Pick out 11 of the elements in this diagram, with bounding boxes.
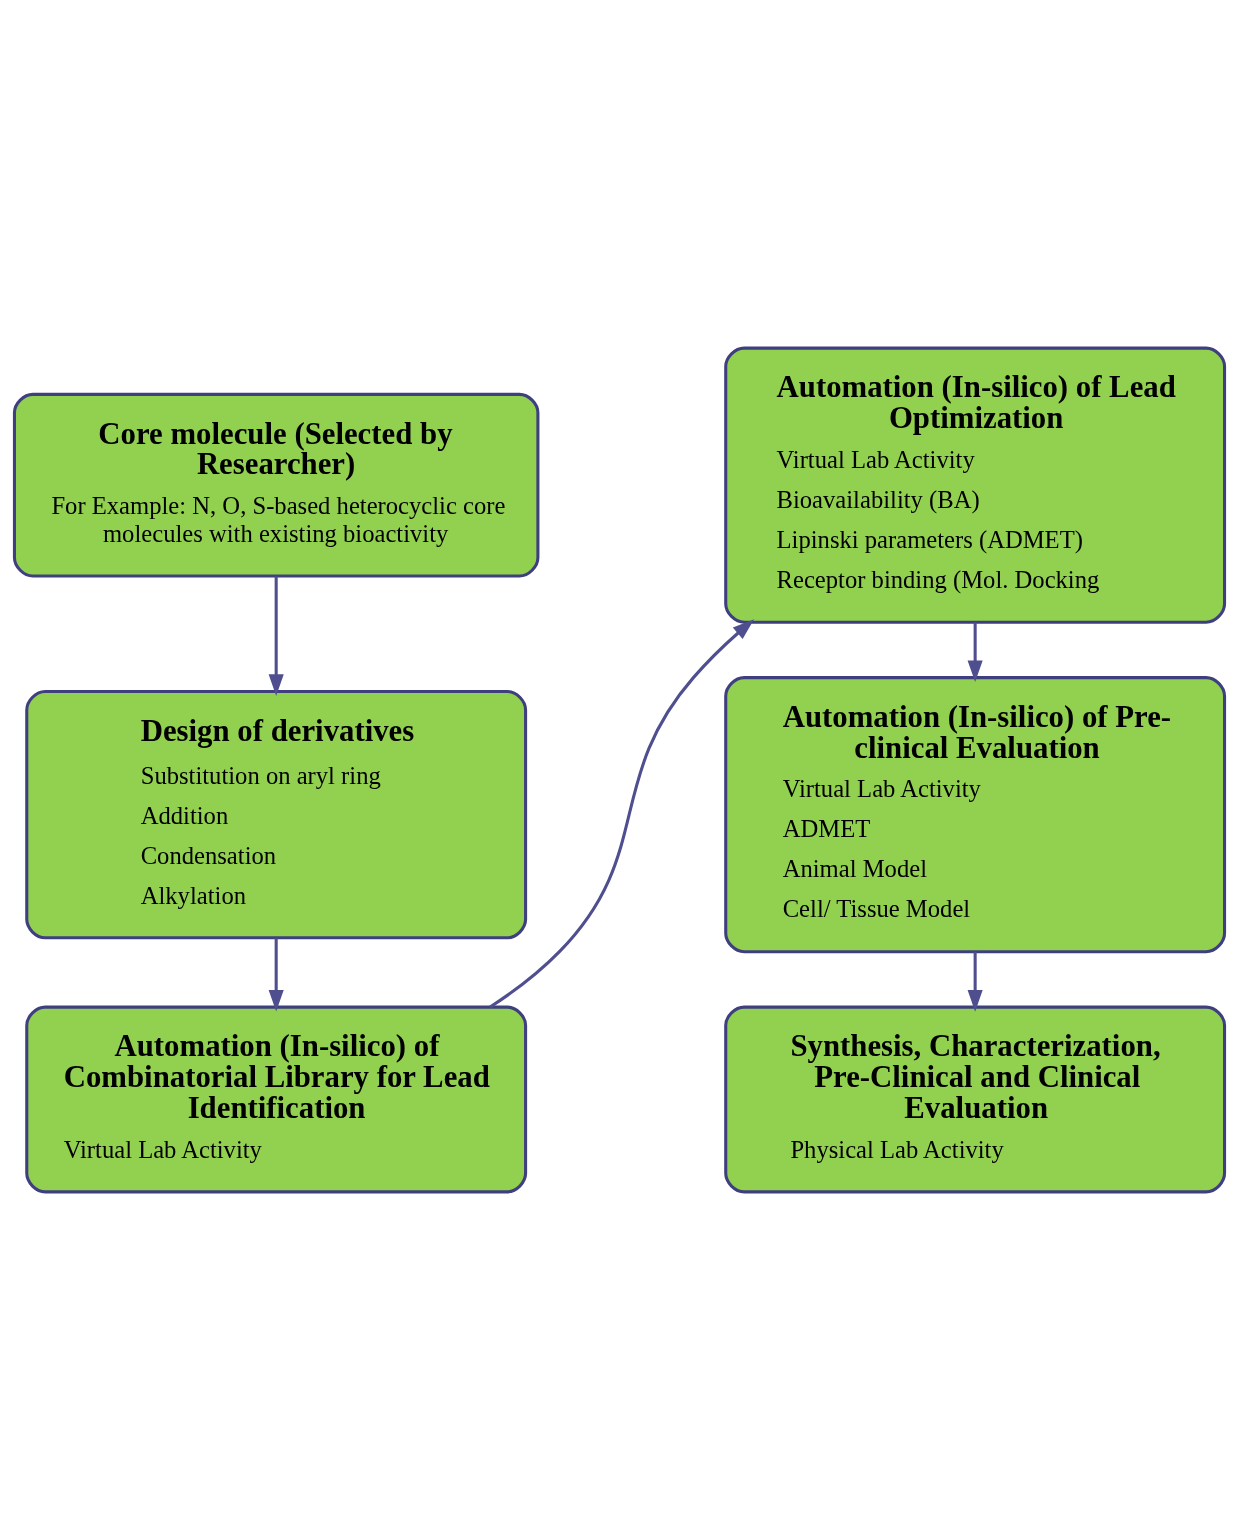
arrow <box>268 937 284 1011</box>
arrow <box>967 951 983 1012</box>
node-box: Core molecule (Selected by Researcher) For Example: N, O, S-based heterocyclic core molecules with existing bioactivity <box>12 392 540 578</box>
arrow <box>268 575 284 696</box>
arrow <box>489 618 755 1008</box>
node-box: Automation (In-silico) of Combinatorial Library for Lead Identification Virtual Lab Activity <box>25 1005 528 1193</box>
node-box: Synthesis, Characterization, Pre-Clinical and Clinical Evaluation Physical Lab Activity <box>724 1005 1227 1193</box>
node-box: Design of derivatives Substitution on aryl ring Addition Condensation Alkylation <box>25 689 528 939</box>
arrow <box>967 621 983 682</box>
node-box: Automation (In-silico) of Pre-clinical Evaluation Virtual Lab Activity ADMET Animal Model Cell/ Tissue Model <box>724 675 1227 953</box>
node-box: Automation (In-silico) of Lead Optimization Virtual Lab Activity Bioavailability (BA) Lipinski parameters (ADMET) Receptor binding (Mol. Docking <box>724 346 1227 624</box>
